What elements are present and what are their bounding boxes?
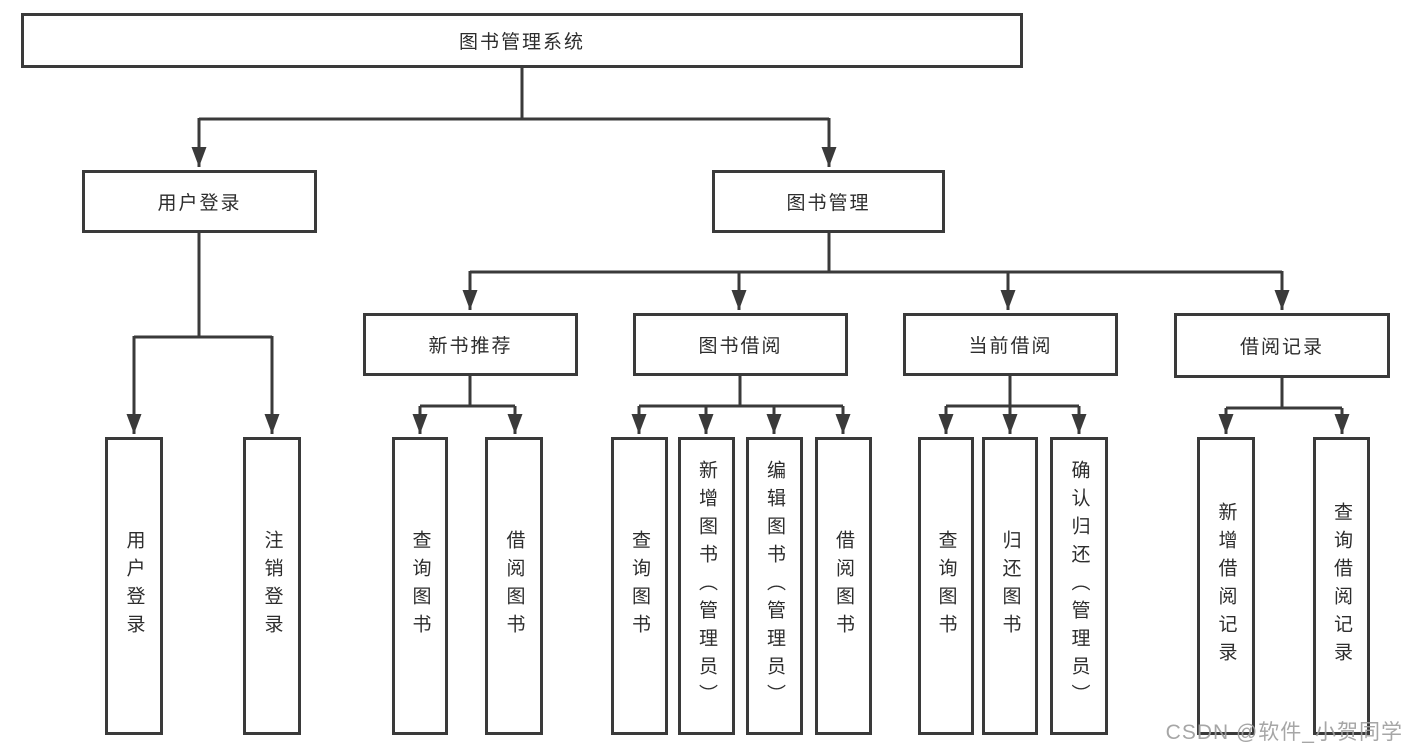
leaf-label: 查询图书 bbox=[629, 530, 650, 642]
leaf-confirm-return-admin: 确认归还（管理员） bbox=[1050, 437, 1108, 735]
edge-record-trunk bbox=[1226, 378, 1342, 410]
leaf-logout-login: 注销登录 bbox=[243, 437, 301, 735]
node-new-book-recommendation: 新书推荐 bbox=[363, 313, 578, 376]
leaf-label: 查询图书 bbox=[935, 530, 957, 642]
leaf-label: 归还图书 bbox=[999, 530, 1021, 642]
leaf-borrow-book-recommend: 借阅图书 bbox=[485, 437, 543, 735]
leaf-return-book: 归还图书 bbox=[982, 437, 1038, 735]
leaf-label: 新增借阅记录 bbox=[1215, 502, 1237, 670]
node-book-borrowing: 图书借阅 bbox=[633, 313, 848, 376]
node-book-management: 图书管理 bbox=[712, 170, 945, 233]
csdn-watermark: CSDN @软件_小贺同学 bbox=[1165, 721, 1403, 744]
leaf-label: 注销登录 bbox=[261, 530, 283, 642]
leaf-label: 用户登录 bbox=[123, 530, 145, 642]
leaf-add-book-admin: 新增图书（管理员） bbox=[678, 437, 735, 735]
leaf-label: 借阅图书 bbox=[833, 530, 854, 642]
leaf-label: 查询图书 bbox=[409, 530, 431, 642]
leaf-query-book-recommend: 查询图书 bbox=[392, 437, 448, 735]
edge-root-trunk bbox=[199, 68, 829, 121]
leaf-query-borrow-record: 查询借阅记录 bbox=[1313, 437, 1370, 735]
edge-book-mgmt-trunk bbox=[470, 233, 1282, 274]
leaf-user-login: 用户登录 bbox=[105, 437, 163, 735]
leaf-query-book-current: 查询图书 bbox=[918, 437, 974, 735]
leaf-query-book-borrow: 查询图书 bbox=[611, 437, 668, 735]
leaf-borrow-book: 借阅图书 bbox=[815, 437, 872, 735]
edge-current-trunk bbox=[946, 376, 1079, 408]
node-borrowing-record: 借阅记录 bbox=[1174, 313, 1390, 378]
leaf-label: 借阅图书 bbox=[503, 530, 525, 642]
leaf-label: 编辑图书（管理员） bbox=[764, 460, 785, 712]
leaf-label: 新增图书（管理员） bbox=[696, 460, 717, 712]
leaf-add-borrow-record: 新增借阅记录 bbox=[1197, 437, 1255, 735]
leaf-edit-book-admin: 编辑图书（管理员） bbox=[746, 437, 803, 735]
edge-user-login-trunk bbox=[134, 233, 272, 339]
node-user-login: 用户登录 bbox=[82, 170, 317, 233]
leaf-label: 确认归还（管理员） bbox=[1068, 460, 1090, 712]
edge-book-borrow-trunk bbox=[639, 376, 843, 408]
node-library-management-system: 图书管理系统 bbox=[21, 13, 1023, 68]
edge-new-book-trunk bbox=[420, 376, 515, 408]
leaf-label: 查询借阅记录 bbox=[1331, 502, 1352, 670]
node-current-borrowing: 当前借阅 bbox=[903, 313, 1118, 376]
